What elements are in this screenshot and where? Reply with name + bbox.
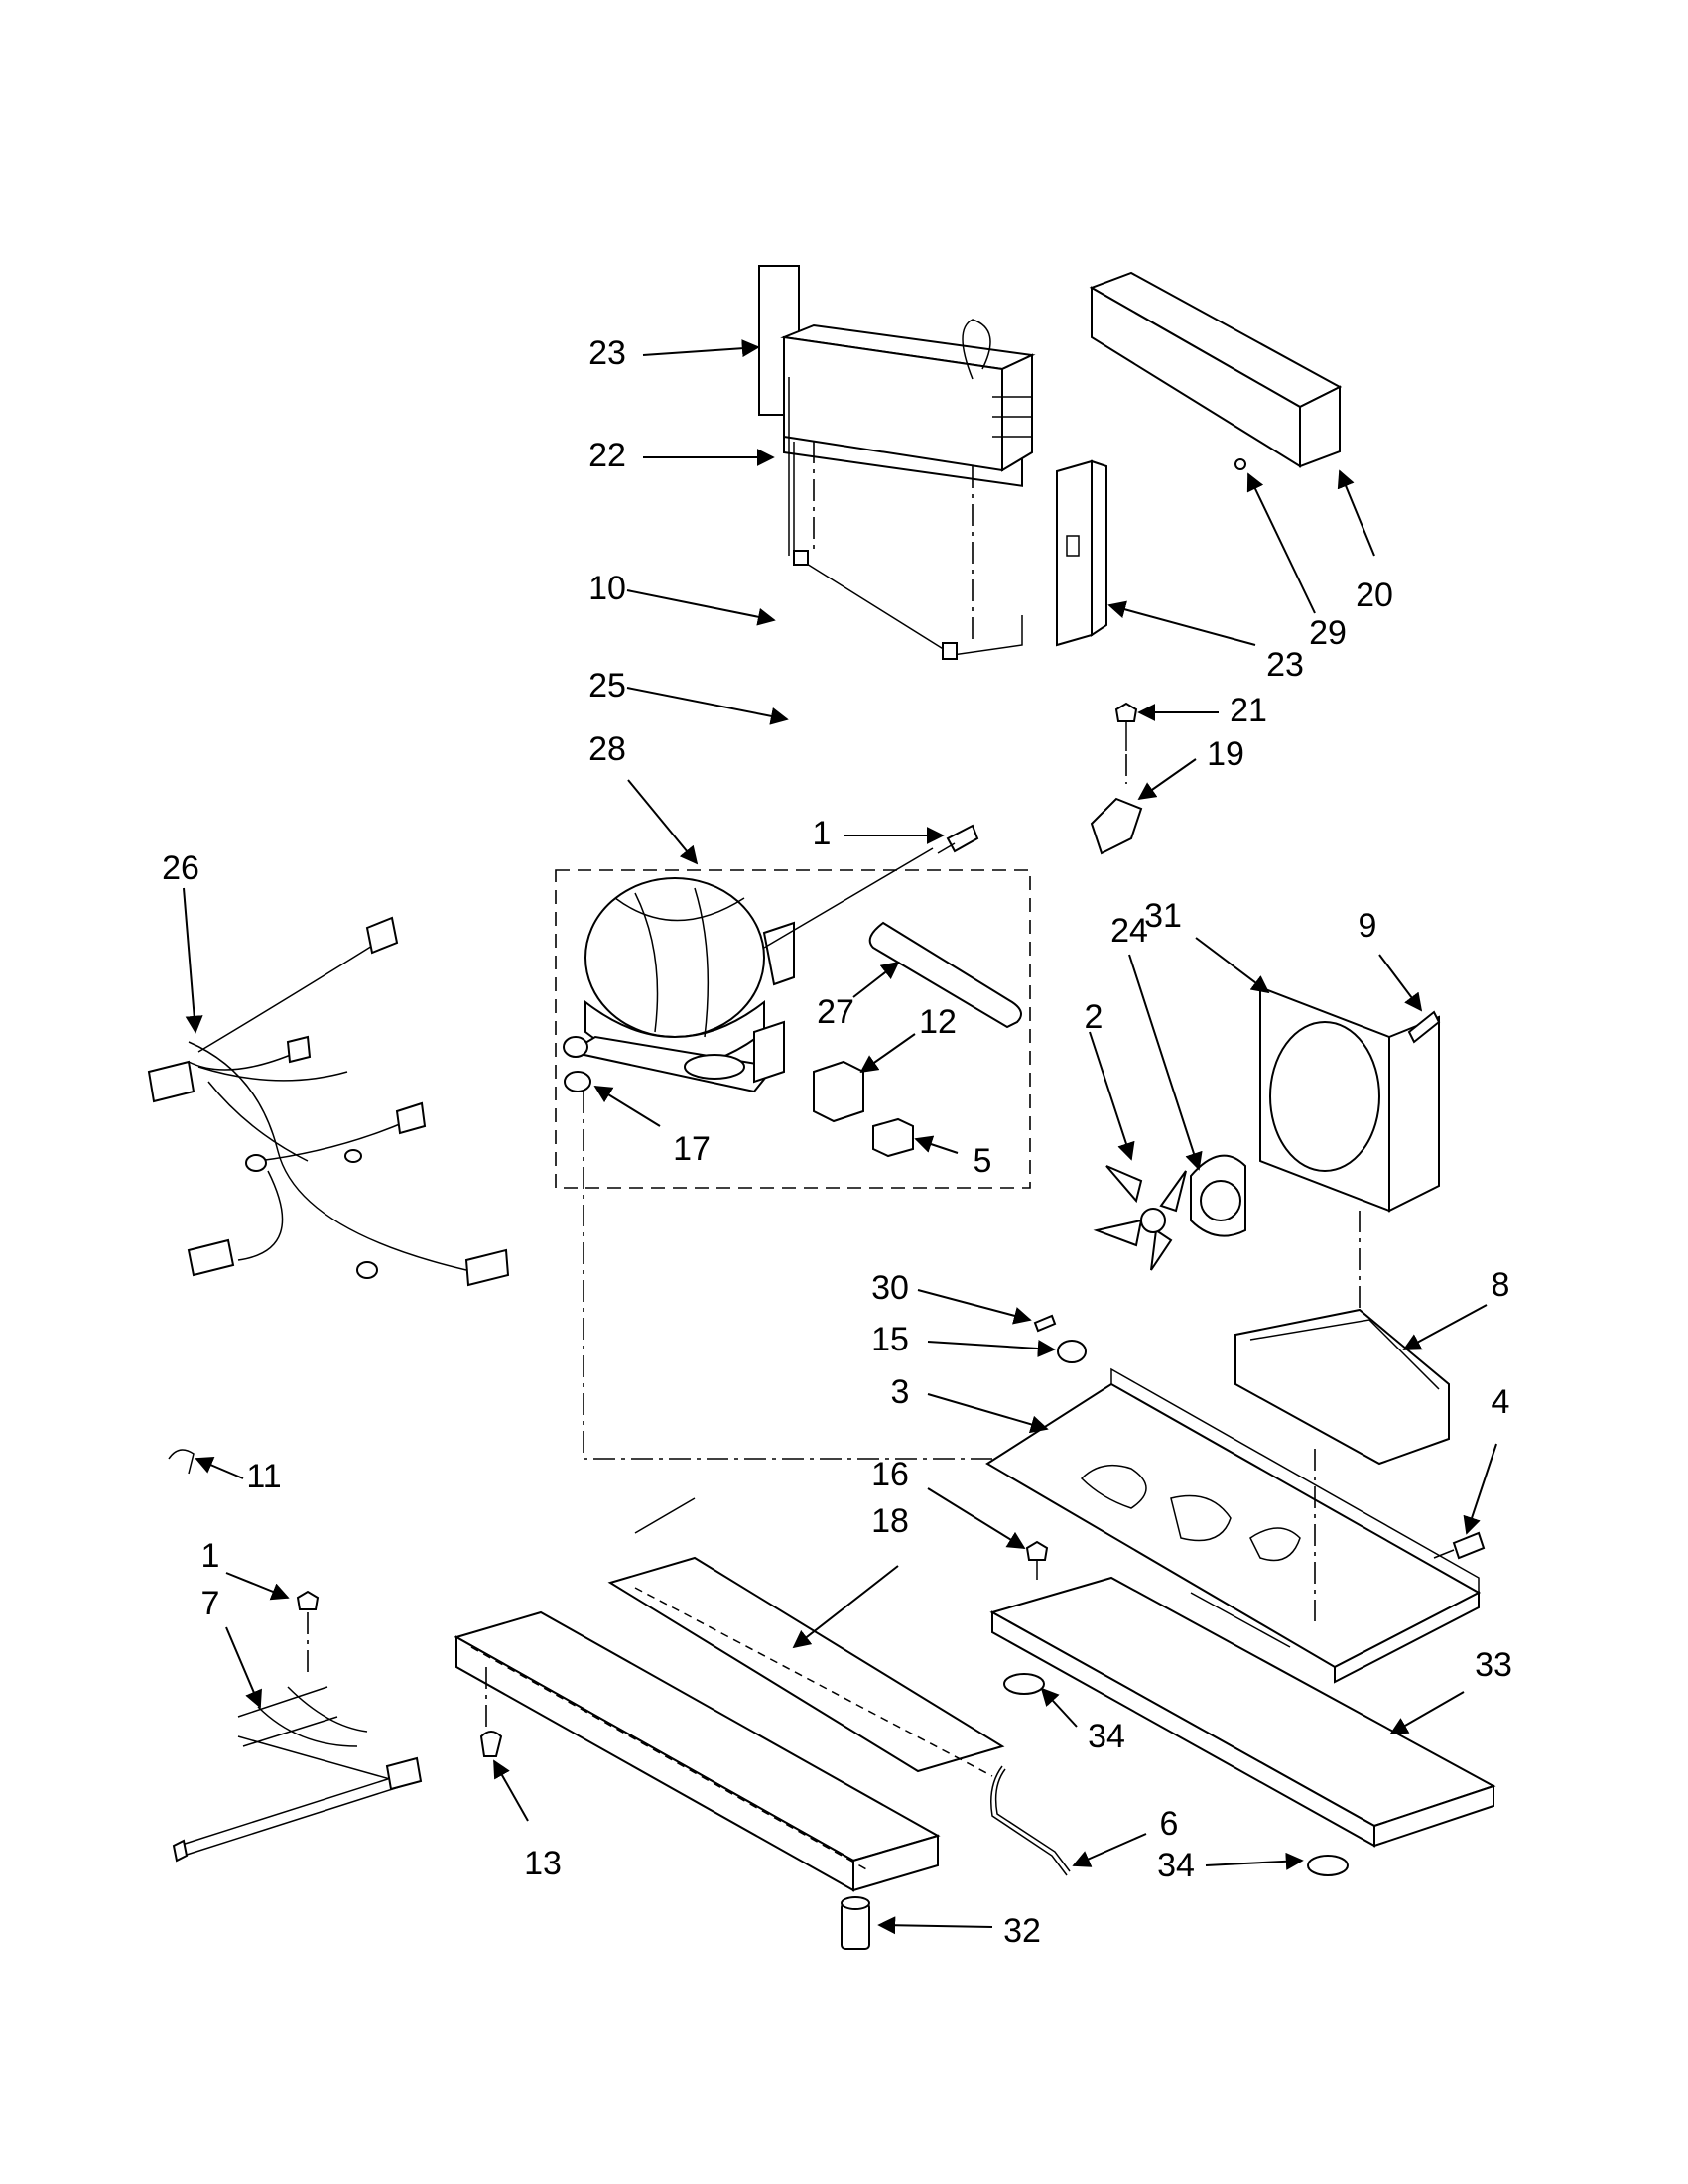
callout-34-upper: 34 bbox=[1088, 1718, 1125, 1755]
capacitor bbox=[841, 1896, 870, 1950]
callout-7: 7 bbox=[201, 1585, 220, 1622]
callout-16: 16 bbox=[871, 1456, 909, 1493]
screw-4 bbox=[1433, 1531, 1486, 1560]
callout-13: 13 bbox=[524, 1845, 562, 1882]
callout-20: 20 bbox=[1356, 577, 1393, 614]
wire-6 bbox=[990, 1765, 1071, 1876]
callout-1-bottom: 1 bbox=[201, 1537, 220, 1575]
compressor-group bbox=[555, 847, 1031, 1460]
callout-34-lower: 34 bbox=[1157, 1847, 1195, 1884]
clip-13 bbox=[479, 1731, 503, 1757]
callout-25: 25 bbox=[588, 667, 626, 705]
evaporator-assembly bbox=[758, 265, 1036, 660]
callout-23-right: 23 bbox=[1266, 646, 1304, 684]
fan-assembly bbox=[1093, 985, 1441, 1330]
ground-harness bbox=[172, 1590, 423, 1863]
screw-top bbox=[937, 824, 979, 854]
screw-and-bracket bbox=[1090, 702, 1143, 855]
callout-33: 33 bbox=[1475, 1646, 1512, 1684]
leader-lines bbox=[183, 339, 1497, 1935]
fan-base bbox=[1234, 1308, 1450, 1466]
callout-3: 3 bbox=[891, 1373, 910, 1411]
callout-15: 15 bbox=[871, 1321, 909, 1358]
evaporator-bracket-right bbox=[1056, 459, 1107, 647]
callout-32: 32 bbox=[1003, 1912, 1041, 1950]
callout-21: 21 bbox=[1230, 692, 1267, 729]
callout-27: 27 bbox=[817, 993, 854, 1031]
callout-31: 31 bbox=[1144, 897, 1182, 935]
callout-17: 17 bbox=[673, 1130, 711, 1168]
screw-16 bbox=[1025, 1540, 1049, 1580]
evaporator-cover bbox=[1089, 271, 1343, 470]
callout-9: 9 bbox=[1359, 907, 1377, 945]
callout-12: 12 bbox=[919, 1003, 957, 1041]
callout-22: 22 bbox=[588, 437, 626, 474]
callout-23-top: 23 bbox=[588, 334, 626, 372]
callout-29: 29 bbox=[1309, 614, 1347, 652]
callout-26: 26 bbox=[162, 849, 199, 887]
callout-11: 11 bbox=[246, 1458, 281, 1495]
callout-19: 19 bbox=[1207, 735, 1244, 773]
callout-6: 6 bbox=[1160, 1805, 1179, 1843]
callout-1-top: 1 bbox=[813, 815, 832, 852]
callout-24: 24 bbox=[1110, 912, 1148, 950]
grommets bbox=[1033, 1314, 1087, 1363]
base-pan bbox=[985, 1367, 1482, 1684]
callout-2: 2 bbox=[1085, 998, 1104, 1036]
callout-8: 8 bbox=[1492, 1266, 1510, 1304]
callout-4: 4 bbox=[1492, 1383, 1510, 1421]
callout-labels: 23 22 10 25 28 1 27 12 17 5 26 20 29 23 … bbox=[162, 334, 1512, 1950]
condenser bbox=[454, 1497, 1005, 1892]
wire-harness bbox=[147, 916, 510, 1287]
callout-5: 5 bbox=[974, 1142, 992, 1180]
drain-pan bbox=[989, 1576, 1496, 1876]
callout-30: 30 bbox=[871, 1269, 909, 1307]
clip-11 bbox=[168, 1449, 195, 1475]
callout-18: 18 bbox=[871, 1502, 909, 1540]
callout-10: 10 bbox=[588, 570, 626, 607]
callout-28: 28 bbox=[588, 730, 626, 768]
